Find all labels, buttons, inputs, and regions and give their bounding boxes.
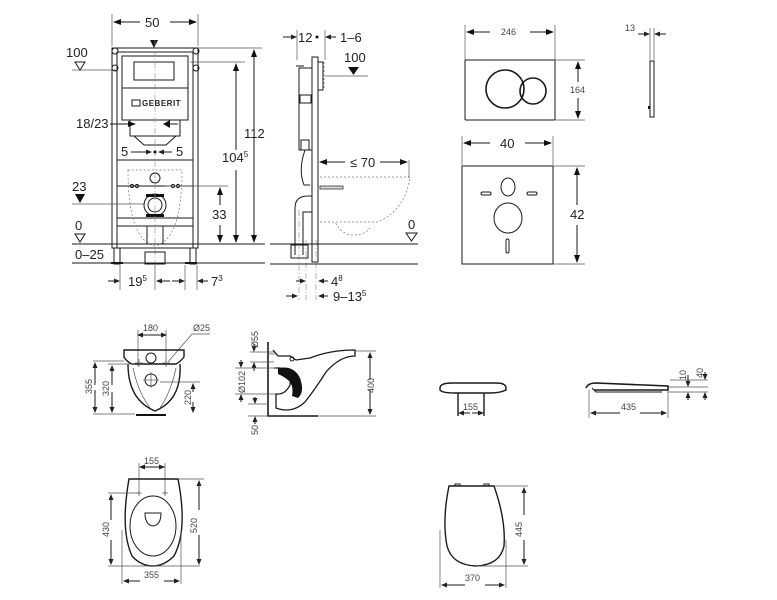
level-top-label: 100 <box>66 45 88 60</box>
bowl-bolt-spacing-label: 180 <box>143 323 158 333</box>
top-length-label: 520 <box>189 518 199 533</box>
offset-right-label: 5 <box>176 144 183 159</box>
top-bolt-depth-label: 430 <box>101 522 111 537</box>
offset-left-label: 5 <box>121 144 128 159</box>
bowl-height-total-label: 355 <box>84 379 94 394</box>
frame-front-view: 50 GEBERIT <box>66 14 265 290</box>
bowl-side-view: Ø55 Ø102 50 400 <box>235 331 376 435</box>
drain-width-label: 18/23 <box>76 116 109 131</box>
side-adjust-label: 1–6 <box>340 30 362 45</box>
bowl-top-view: 155 430 520 355 <box>101 456 204 584</box>
seat-thickness-label: 10 <box>678 370 688 380</box>
floor-range-label: 0–25 <box>75 247 104 262</box>
seat-side-view: 435 10 40 <box>585 368 708 418</box>
side-level-top-label: 100 <box>344 50 366 65</box>
seat-top-length-label: 445 <box>514 522 524 537</box>
flush-plate-front: 246 164 <box>464 25 585 121</box>
foot-left-label: 195 <box>128 274 147 289</box>
bowl-rim-height-label: 400 <box>366 378 376 393</box>
bowl-drain-height-label: 220 <box>183 390 193 405</box>
bowl-hole-diameter-label: Ø25 <box>193 323 210 333</box>
seat-top-view: 445 370 <box>439 483 528 588</box>
plate-width-label: 246 <box>501 27 516 37</box>
plate-thickness-label: 13 <box>625 23 635 33</box>
side-level-floor-label: 0 <box>408 217 415 232</box>
brand-logo: GEBERIT <box>142 99 181 108</box>
level-drain-label: 23 <box>72 179 86 194</box>
bowl-outlet-diameter-label: Ø102 <box>237 371 247 393</box>
bowl-inlet-diameter-label: Ø55 <box>250 331 260 348</box>
foot-right-label: 73 <box>211 274 223 289</box>
mat-width-label: 40 <box>500 136 514 151</box>
seat-hinge-spacing-label: 155 <box>463 402 478 412</box>
height-total-label: 112 <box>244 126 265 141</box>
seat-top-width-label: 370 <box>465 573 480 583</box>
seat-height-label: 40 <box>695 368 705 378</box>
plate-height-label: 164 <box>570 85 585 95</box>
drain-height-label: 33 <box>212 207 226 222</box>
side-depth-label: 12 <box>298 30 312 45</box>
flush-plate-side: 13 <box>625 23 666 118</box>
seat-front-view: 155 <box>439 382 507 416</box>
side-wall-gap-label: 48 <box>331 274 343 289</box>
side-wall-range-label: 9–135 <box>333 289 367 304</box>
bowl-base-offset-label: 50 <box>250 425 260 435</box>
frame-width-label: 50 <box>145 15 159 30</box>
height-inner-label: 1045 <box>222 150 249 165</box>
sound-mat: 40 42 <box>461 136 585 265</box>
frame-side-view: 12 1–6 100 ≤ 70 0 <box>270 30 418 304</box>
bowl-bolt-height-label: 320 <box>101 381 111 396</box>
side-projection-label: ≤ 70 <box>350 155 375 170</box>
top-width-label: 355 <box>144 570 159 580</box>
bowl-front-view: 180 Ø25 355 320 220 <box>84 323 210 416</box>
mat-height-label: 42 <box>570 207 584 222</box>
level-floor-label: 0 <box>75 218 82 233</box>
top-bolt-spacing-label: 155 <box>144 456 159 466</box>
seat-length-label: 435 <box>621 402 636 412</box>
